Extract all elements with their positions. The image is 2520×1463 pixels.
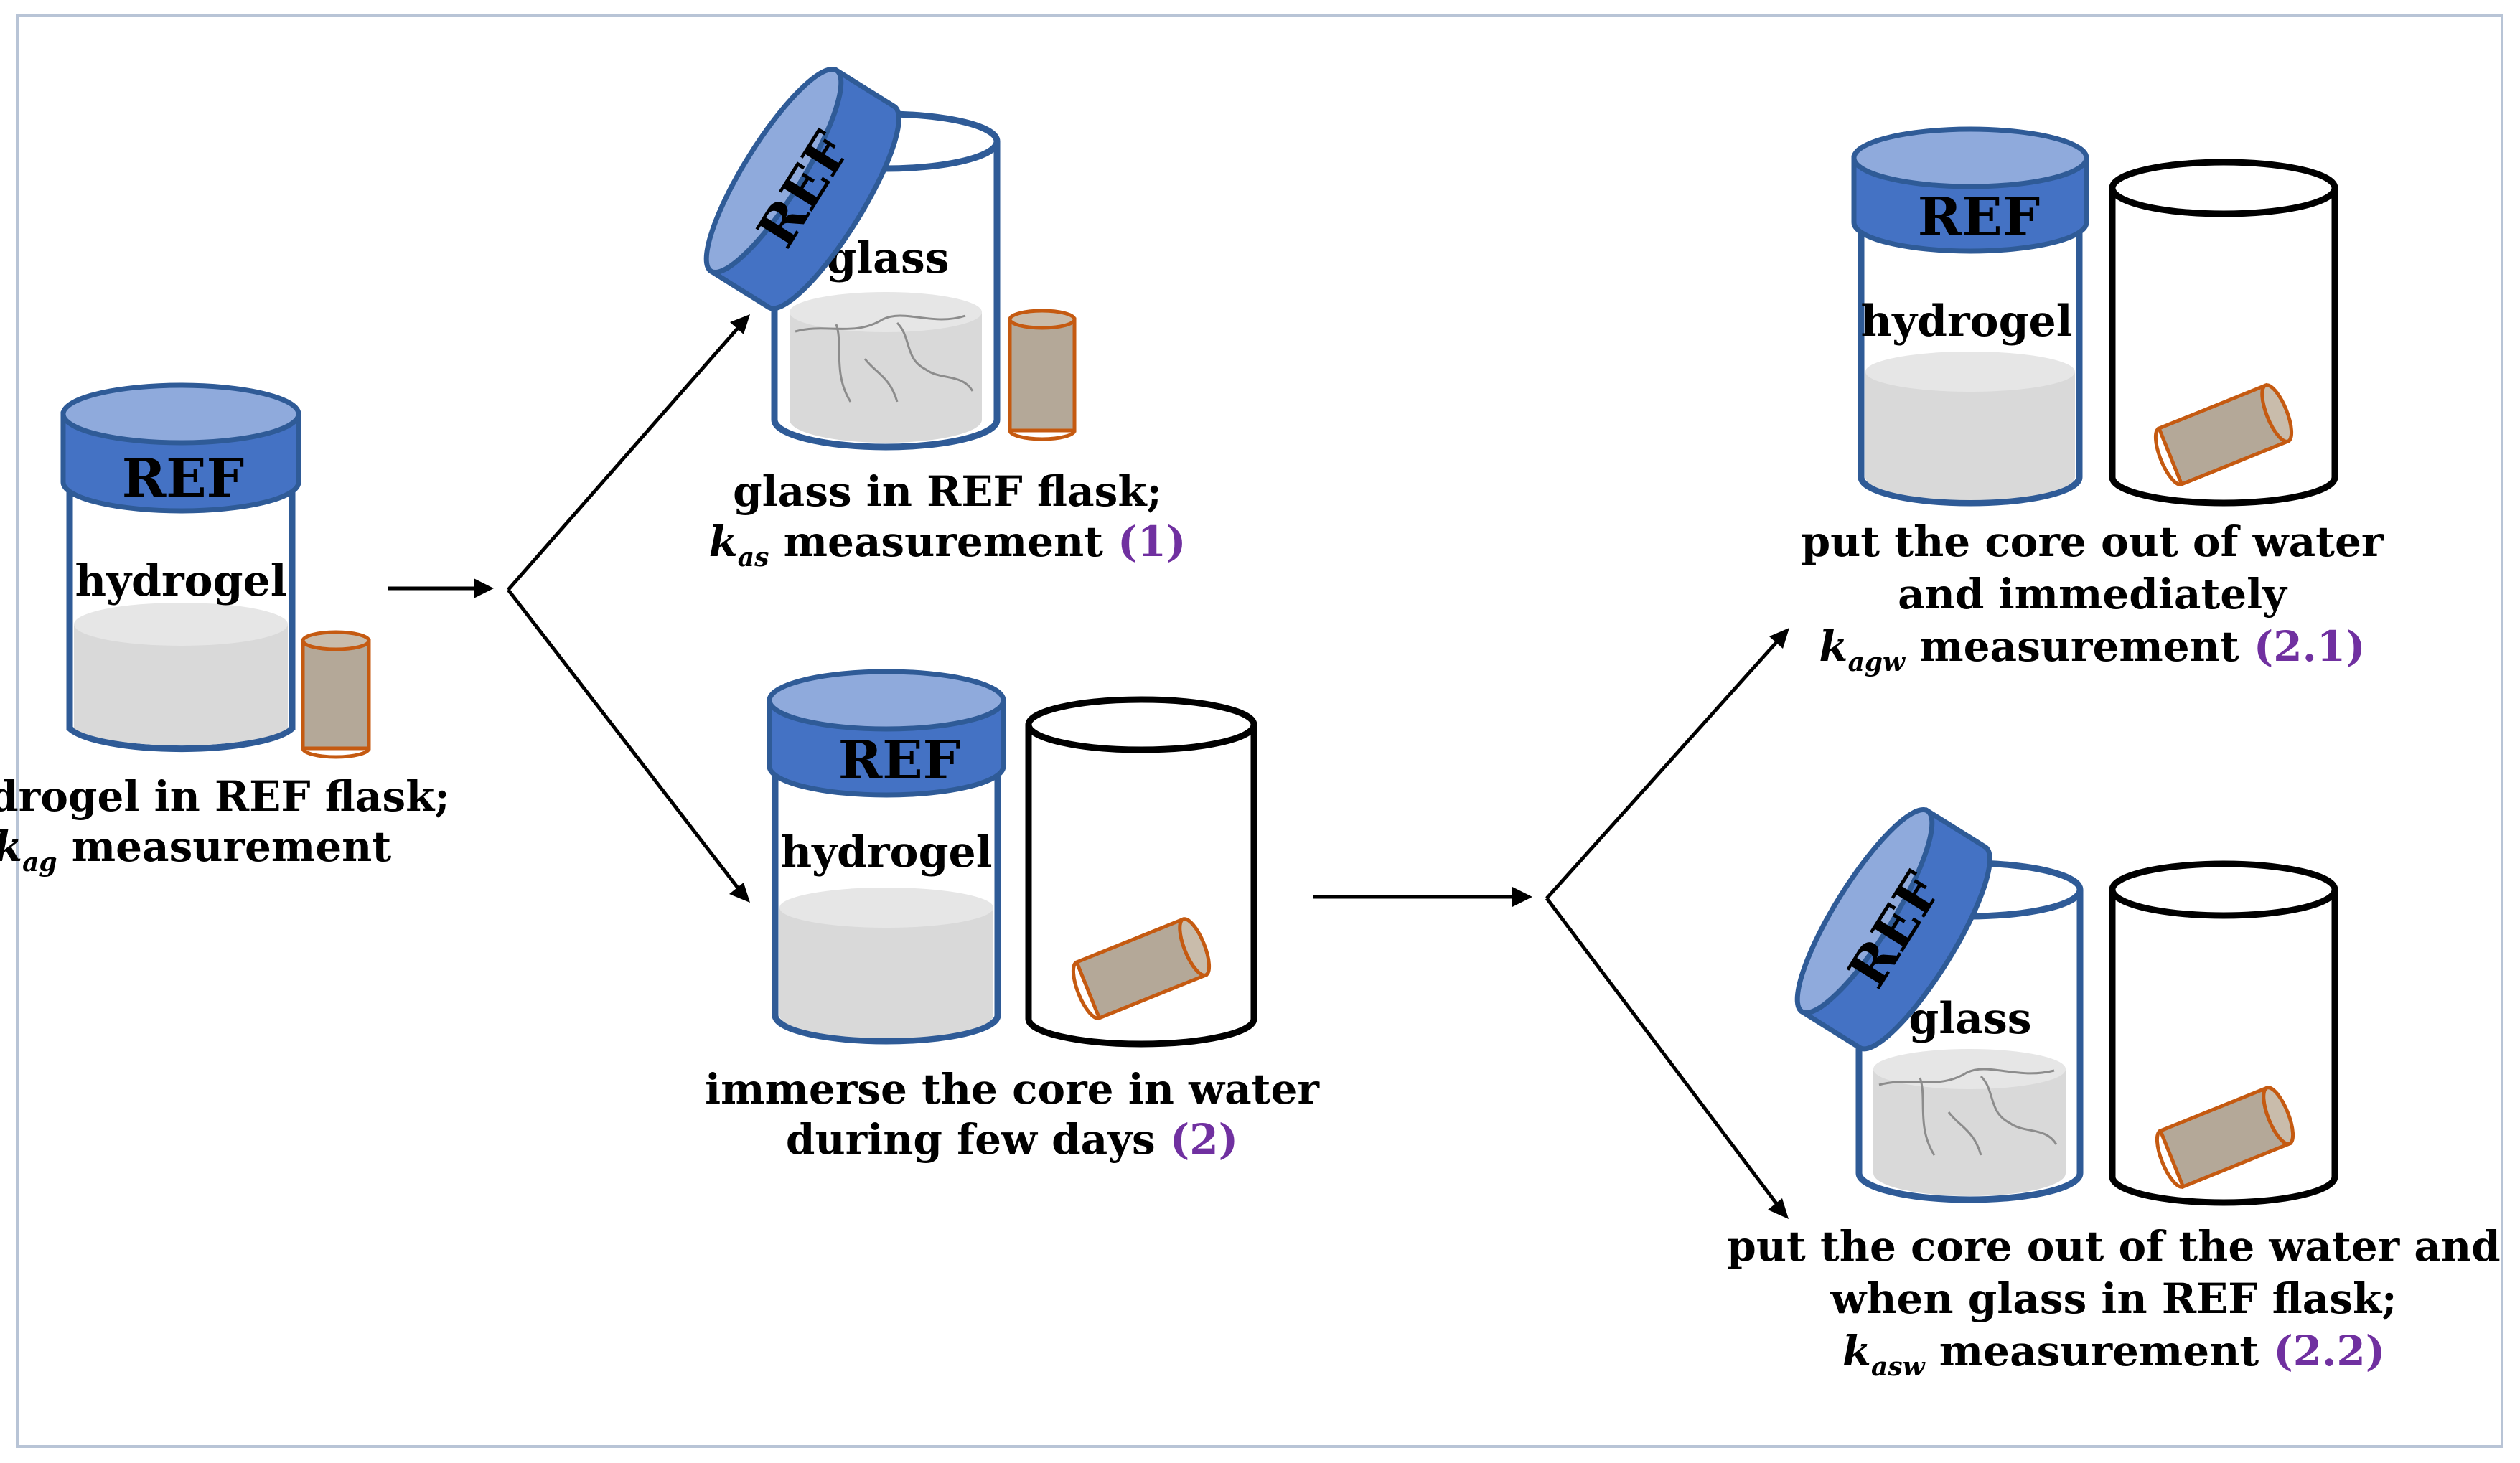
lid-step2-2: REF (1794, 806, 1992, 1052)
caption-step2-1-k-line: kagw measurement (2.1) (1819, 622, 2365, 677)
arrow-branch-to-step2-2 (1545, 897, 1779, 1207)
arrowhead-branch-to-step1 (730, 314, 750, 334)
caption-step2-2-number: (2.2) (2273, 1327, 2385, 1375)
arrow-branch-to-step2 (507, 588, 741, 891)
lid-step2-label: REF (838, 730, 960, 791)
caption-initial-k-symbol: k (0, 822, 22, 871)
arrow-branch-to-step2-1 (1545, 639, 1779, 900)
lid-step2: REF (767, 669, 1006, 798)
caption-step1-k-line: kas measurement (1) (709, 517, 1186, 573)
caption-step1-number: (1) (1118, 517, 1186, 566)
arrowhead-branch-to-step2-2 (1768, 1198, 1789, 1219)
caption-initial: hydrogel in REF flask; (0, 772, 450, 821)
lid-step2-1: REF (1851, 126, 2089, 254)
caption-step2-number: (2) (1170, 1115, 1238, 1164)
lid-initial-label: REF (122, 448, 244, 509)
caption-step1-line1: glass in REF flask; (733, 467, 1162, 516)
arrowhead-branch-to-step2 (729, 883, 750, 903)
diagram-frame (16, 14, 2503, 1448)
caption-step2-1-k-symbol: k (1819, 622, 1847, 671)
core-sample-step2 (1071, 916, 1212, 1021)
jar-step2-hydrogel: hydrogel (772, 725, 1001, 1045)
core-sample-initial (301, 630, 371, 759)
caption-step2-1-measurement: measurement (1905, 622, 2254, 671)
caption-step2-1-line1: put the core out of water (1802, 517, 2384, 566)
core-sample-step2-2 (2155, 1085, 2295, 1190)
caption-step2-2-k-line: kasw measurement (2.2) (1842, 1327, 2385, 1382)
jar-step2-1-hydrogel: hydrogel (1858, 194, 2083, 507)
jar-step1-material-label: glass (826, 233, 949, 283)
jar-initial-material-label: hydrogel (75, 556, 287, 606)
lid-initial: REF (60, 382, 301, 514)
arrowhead-step2-to-branch (1512, 887, 1532, 907)
caption-initial-k-subscript: ag (22, 847, 57, 878)
jar-step2-material-label: hydrogel (781, 827, 993, 878)
caption-step2: immerse the core in water (705, 1065, 1320, 1114)
lid-step2-1-label: REF (1918, 187, 2040, 248)
arrowhead-initial-to-branch (474, 578, 494, 598)
caption-step1-k-symbol: k (709, 517, 738, 566)
core-sample-step2-1 (2153, 382, 2294, 487)
arrow-branch-to-step1 (507, 325, 741, 591)
core-sample-step1 (1008, 309, 1077, 441)
caption-step2-line1: immerse the core in water (705, 1065, 1320, 1114)
jar-step2-1-material-label: hydrogel (1861, 296, 2073, 347)
caption-initial-line1: hydrogel in REF flask; (0, 772, 450, 821)
jar-initial-hydrogel: hydrogel (66, 474, 296, 753)
caption-initial-measurement: measurement (57, 822, 392, 871)
caption-step2-2: put the core out of the water and (1727, 1222, 2500, 1271)
caption-step2-line2: during few days (786, 1115, 1170, 1164)
caption-step2-1: put the core out of water (1802, 517, 2384, 566)
caption-step1: glass in REF flask; (733, 467, 1162, 516)
caption-step2-1-number: (2.1) (2254, 622, 2366, 671)
caption-step2-1-k-subscript: agw (1848, 647, 1906, 677)
caption-initial-k-line: kag measurement (0, 822, 391, 878)
caption-step2-2-line2-row: when glass in REF flask; (1830, 1274, 2397, 1323)
caption-step2-2-measurement: measurement (1925, 1327, 2274, 1375)
arrowhead-branch-to-step2-1 (1769, 628, 1789, 649)
caption-step1-k-subscript: as (738, 542, 769, 573)
caption-step2-line2-row: during few days (2) (786, 1115, 1238, 1164)
caption-step2-2-line2: when glass in REF flask; (1830, 1274, 2397, 1323)
caption-step2-1-line2-row: and immediately (1898, 570, 2288, 618)
caption-step1-measurement: measurement (769, 517, 1118, 566)
caption-step2-2-line1: put the core out of the water and (1727, 1222, 2500, 1271)
caption-step2-1-line2: and immediately (1898, 570, 2288, 618)
jar-step2-2-material-label: glass (1908, 994, 2031, 1044)
lid-step1: REF (703, 66, 901, 311)
caption-step2-2-k-subscript: asw (1871, 1352, 1926, 1382)
caption-step2-2-k-symbol: k (1842, 1327, 1871, 1375)
